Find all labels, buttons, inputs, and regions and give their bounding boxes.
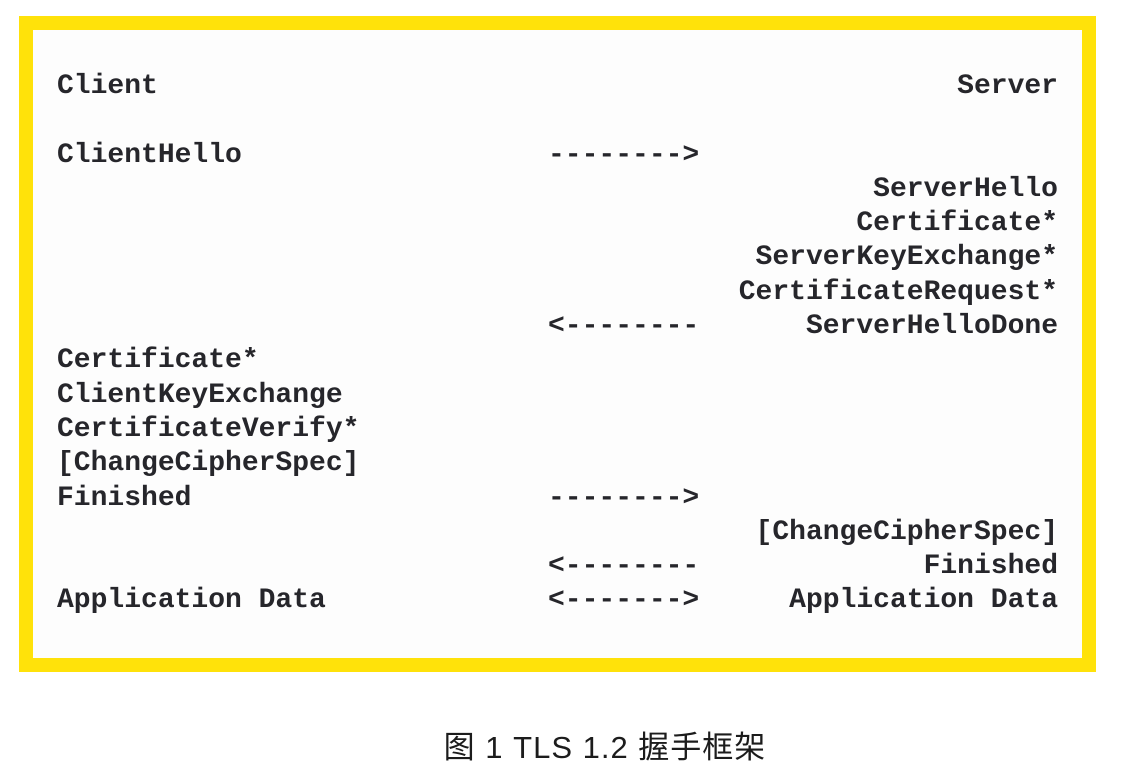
msg-server-finished: Finished	[923, 551, 1058, 583]
msg-certificate-verify: CertificateVerify*	[57, 413, 360, 445]
left-arrow-icon: <--------	[548, 551, 700, 583]
message-row: Certificate*	[33, 344, 1082, 378]
msg-server-certificate: Certificate*	[856, 208, 1058, 240]
msg-server-key-exchange: ServerKeyExchange*	[755, 242, 1058, 274]
msg-server-hello: ServerHello	[873, 173, 1058, 205]
right-arrow-icon: -------->	[548, 482, 700, 514]
msg-client-certificate: Certificate*	[57, 345, 259, 377]
right-arrow-icon: -------->	[548, 139, 700, 171]
msg-client-finished: Finished	[57, 482, 192, 514]
message-row: CertificateVerify*	[33, 413, 1082, 447]
msg-client-key-exchange: ClientKeyExchange	[57, 379, 343, 411]
message-row: ClientKeyExchange	[33, 379, 1082, 413]
message-row: [ChangeCipherSpec]	[33, 516, 1082, 550]
msg-client-change-cipher-spec: [ChangeCipherSpec]	[57, 448, 360, 480]
msg-server-hello-done: ServerHelloDone	[805, 311, 1058, 343]
msg-client-hello: ClientHello	[57, 139, 242, 171]
message-row: <-------- ServerHelloDone	[33, 310, 1082, 344]
msg-server-application-data: Application Data	[789, 585, 1058, 617]
message-row: ServerKeyExchange*	[33, 241, 1082, 275]
message-row: Application Data <-------> Application D…	[33, 584, 1082, 618]
message-row: ServerHello	[33, 173, 1082, 207]
actor-client-label: Client	[57, 71, 158, 102]
message-row: ClientHello -------->	[33, 139, 1082, 173]
msg-certificate-request: CertificateRequest*	[738, 276, 1058, 308]
spacer-row	[33, 104, 1082, 138]
msg-server-change-cipher-spec: [ChangeCipherSpec]	[755, 516, 1058, 548]
message-row: [ChangeCipherSpec]	[33, 447, 1082, 481]
msg-client-application-data: Application Data	[57, 585, 326, 617]
bidirectional-arrow-icon: <------->	[548, 585, 700, 617]
left-arrow-icon: <--------	[548, 311, 700, 343]
actor-server-label: Server	[957, 71, 1058, 102]
message-row: <-------- Finished	[33, 550, 1082, 584]
message-row: Finished -------->	[33, 482, 1082, 516]
handshake-frame: Client Server ClientHello --------> Serv…	[19, 16, 1096, 672]
message-row: Certificate*	[33, 207, 1082, 241]
handshake-diagram: Client Server ClientHello --------> Serv…	[33, 70, 1082, 619]
figure-caption-row: 图 1 TLS 1.2 握手框架	[0, 722, 1130, 767]
actor-row: Client Server	[33, 70, 1082, 104]
message-row: CertificateRequest*	[33, 276, 1082, 310]
figure-caption: 图 1 TLS 1.2 握手框架	[443, 730, 767, 765]
